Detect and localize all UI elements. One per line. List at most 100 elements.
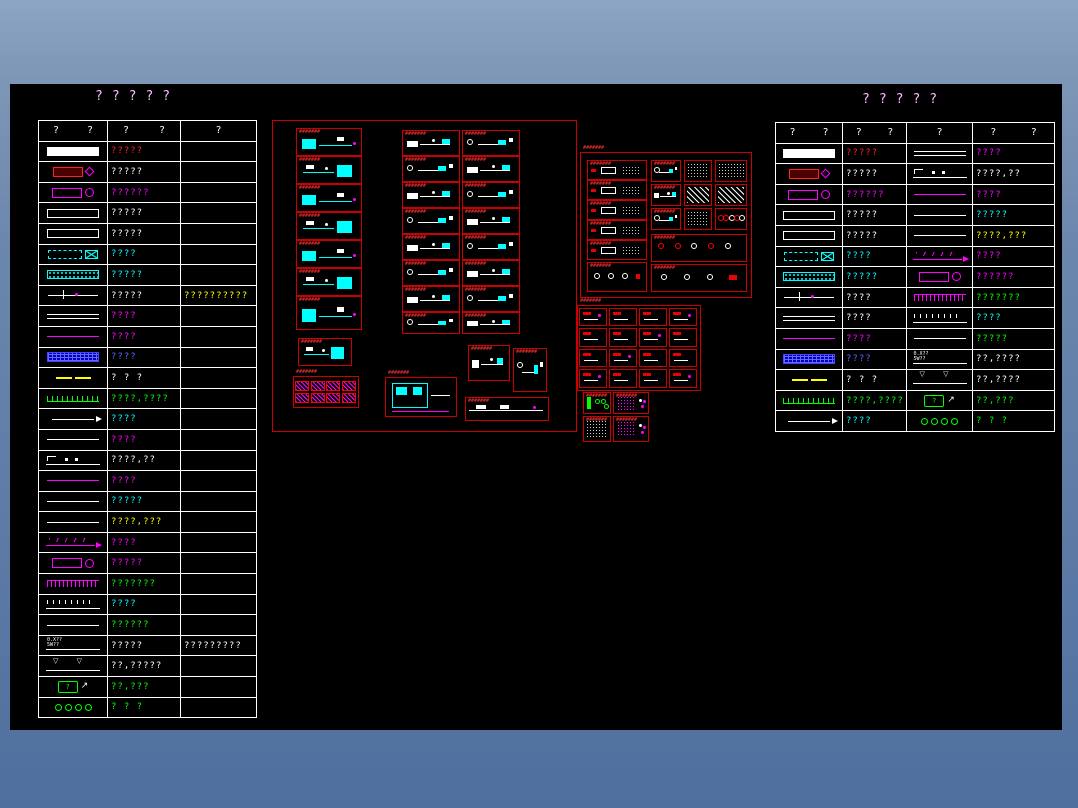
detail-box: #######: [651, 184, 681, 206]
detail-title: #######: [465, 209, 487, 215]
figure-shape: [643, 400, 647, 404]
legend-cell-sym: [907, 267, 973, 287]
legend-cell-label: ??????????: [181, 286, 256, 306]
symbol-part: [821, 190, 830, 200]
grid-detail-cell: [579, 369, 608, 388]
detail-title: #######: [471, 346, 493, 352]
legend-cell-label: ????: [843, 246, 907, 267]
legend-row: ?????????,??: [776, 164, 1054, 185]
legend-cell-label: ????: [108, 347, 181, 368]
figure-shape: [302, 138, 317, 150]
legend-label: ?????: [111, 166, 144, 177]
legend-row: 0.X??5W????????????????: [39, 635, 256, 657]
legend-cell-sym: [39, 388, 108, 409]
figure-shape: [639, 398, 643, 402]
legend-label: ? ? ?: [846, 374, 879, 385]
cad-drawing-canvas[interactable]: ????? ????? ????????????????????????????…: [10, 84, 1062, 730]
legend-cell-sym: [39, 450, 108, 471]
circles-green-symbol: [910, 414, 970, 429]
legend-row: ????: [39, 532, 256, 554]
detail-box: #######: [296, 156, 362, 184]
legend-header-cell: ??: [776, 123, 843, 143]
symbol-part: [913, 313, 960, 318]
legend-row: ????,????: [39, 388, 256, 410]
legend-cell-sym: [39, 265, 108, 285]
legend-cell-sym: [907, 225, 973, 246]
legend-cell-label: ???????: [108, 574, 181, 594]
line-magenta-ticks-symbol: [43, 535, 103, 550]
legend-cell-sym: [776, 411, 843, 431]
symbol-part: [783, 397, 835, 404]
legend-label: ????: [111, 434, 137, 445]
figure-shape: [321, 349, 325, 353]
figure-shape: [643, 311, 651, 315]
figure-shape: [613, 352, 621, 356]
legend-label: ?????: [846, 168, 879, 179]
grid-detail-cell: [609, 307, 638, 327]
figure-shape: [305, 276, 314, 281]
figure-shape: [533, 405, 537, 409]
legend-label: ????: [111, 249, 137, 260]
symbol-part: [913, 338, 966, 340]
figure-shape: [587, 397, 591, 409]
figure-shape: [674, 215, 678, 218]
green-box-arrow-symbol: ?↗: [910, 393, 970, 408]
rect-red-diamond-symbol: [43, 164, 103, 179]
bracket-squares-symbol: [43, 453, 103, 468]
legend-cell-sym: [39, 306, 108, 326]
legend-cell-label: ????: [973, 185, 1054, 205]
symbol-part: [941, 171, 945, 175]
detail-box: #######: [651, 234, 747, 262]
figure-shape: [725, 242, 732, 249]
legend-label: ????: [846, 354, 872, 365]
legend-cell-label: ?????: [843, 225, 907, 246]
figure-shape: [686, 211, 710, 227]
figure-shape: [508, 242, 514, 246]
legend-label: ?????: [111, 640, 144, 651]
legend-row: ?????: [39, 203, 256, 224]
legend-cell-label: ??????: [108, 615, 181, 635]
figure-shape: [654, 193, 660, 199]
symbol-part: [931, 417, 938, 425]
legend-label: ? ? ?: [111, 702, 144, 713]
figure-shape: [621, 206, 642, 215]
figure-shape: [583, 352, 591, 356]
detail-box: #######: [402, 156, 460, 182]
grid-detail-cell: [609, 348, 638, 368]
symbol-part: [52, 558, 82, 569]
figure-shape: [407, 216, 414, 223]
symbol-part: [784, 297, 834, 299]
detail-title: #######: [405, 157, 427, 163]
legend-cell-sym: [776, 328, 843, 349]
symbol-part: [784, 251, 818, 261]
figure-shape: [467, 166, 478, 173]
symbol-part: [74, 703, 82, 711]
legend-row: ????,???: [39, 512, 256, 533]
figure-shape: [674, 380, 689, 382]
figure-shape: [669, 168, 674, 173]
figure-shape: [442, 139, 451, 144]
detail-title: #######: [465, 235, 487, 241]
grid-detail-cell: [669, 307, 698, 327]
symbol-part: [783, 148, 835, 158]
figure-shape: [639, 423, 643, 427]
detail-title: #######: [580, 298, 602, 304]
legend-cell-sym: [907, 184, 973, 205]
legend-row: ????,??: [39, 450, 256, 472]
detail-title: #######: [299, 157, 321, 163]
detail-title: #######: [405, 287, 427, 293]
figure-shape: [479, 169, 511, 171]
figure-shape: [600, 398, 606, 404]
legend-cell-sym: [39, 594, 108, 615]
legend-row: ?????: [39, 265, 256, 286]
figure-shape: [442, 191, 451, 196]
detail-title: #######: [405, 131, 427, 137]
figure-shape: [475, 404, 486, 409]
figure-shape: [497, 140, 506, 146]
symbol-part: [789, 168, 819, 179]
legend-cell-label: ?????: [108, 553, 181, 574]
symbol-part: [913, 294, 966, 302]
detail-title: #######: [299, 185, 321, 191]
rect-white-symbol: [779, 228, 839, 243]
detail-box: #######: [296, 240, 362, 268]
